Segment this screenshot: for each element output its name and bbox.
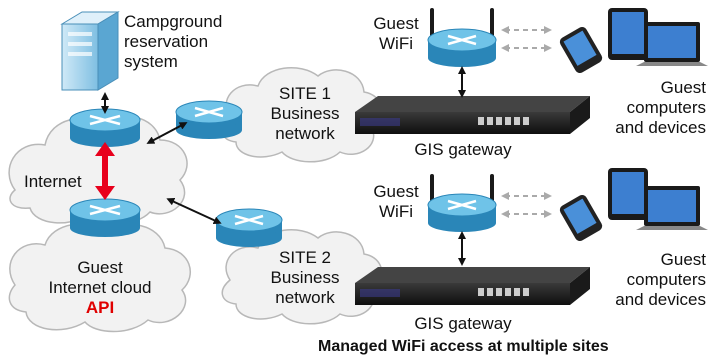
site1-wifi-label-line2: WiFi <box>379 34 413 53</box>
internet-label: Internet <box>24 172 82 191</box>
campground-label-line1: Campground <box>124 12 223 31</box>
guest-cloud-label-line1: Guest <box>77 258 123 277</box>
site2-label-line3: network <box>275 288 335 307</box>
site1-phone-icon <box>559 27 603 73</box>
site1-label-line3: network <box>275 124 335 143</box>
site1-wireless-arrows <box>501 26 552 52</box>
site2-label: SITE 2 Business network <box>250 248 360 308</box>
site1-label: SITE 1 Business network <box>250 84 360 144</box>
campground-label-line3: system <box>124 52 178 71</box>
guest-internet-cloud <box>8 223 192 333</box>
site2-devices-label-line2: computers <box>626 270 706 289</box>
site1-gis-gateway-icon <box>355 96 590 134</box>
site1-tablet-icon <box>608 8 648 60</box>
site1-laptop-icon <box>636 22 708 66</box>
site1-devices-label: Guest computers and devices <box>580 78 706 138</box>
internet-site1-arrow <box>146 122 188 144</box>
site1-devices-label-line3: and devices <box>615 118 706 137</box>
site2-gis-gateway-icon <box>355 267 590 305</box>
internet-router-icon <box>69 108 141 147</box>
guest-cloud-label: Guest Internet cloud API <box>30 258 170 318</box>
site1-wifi-label: Guest WiFi <box>356 14 436 54</box>
guest-cloud-router-icon <box>69 198 141 237</box>
guest-cloud-label-line2: Internet cloud <box>48 278 152 297</box>
site1-router-icon <box>175 100 243 139</box>
site2-gateway-label: GIS gateway <box>414 314 512 333</box>
campground-label-line2: reservation <box>124 32 209 51</box>
internet-cloud <box>8 115 188 225</box>
diagram-caption: Managed WiFi access at multiple sites <box>318 338 609 355</box>
api-red-arrow <box>95 142 115 200</box>
site2-tablet-icon <box>608 168 648 220</box>
site2-wireless-arrows <box>501 192 552 218</box>
campground-server-icon <box>60 11 120 91</box>
api-label: API <box>85 298 115 317</box>
campground-label: Campground reservation system <box>124 12 222 72</box>
site2-router-icon <box>215 208 283 247</box>
internet-site2-arrow <box>166 198 222 224</box>
site2-phone-icon <box>559 195 603 241</box>
site1-gateway-label: GIS gateway <box>414 140 512 159</box>
site1-wifi-access-point-icon <box>427 8 497 67</box>
site2-devices-label: Guest computers and devices <box>580 250 706 310</box>
site2-label-line1: SITE 2 <box>279 248 331 267</box>
site2-laptop-icon <box>636 186 708 230</box>
site2-wifi-access-point-icon <box>427 174 497 232</box>
site2-devices-label-line3: and devices <box>615 290 706 309</box>
site2-wifi-label: Guest WiFi <box>356 182 436 222</box>
site1-wifi-label-line1: Guest <box>373 14 419 33</box>
site2-wifi-label-line1: Guest <box>373 182 419 201</box>
site1-label-line1: SITE 1 <box>279 84 331 103</box>
site1-label-line2: Business <box>270 104 340 123</box>
site2-label-line2: Business <box>270 268 340 287</box>
site2-wifi-label-line2: WiFi <box>379 202 413 221</box>
site1-devices-label-line1: Guest <box>660 78 706 97</box>
site1-devices-label-line2: computers <box>626 98 706 117</box>
site2-devices-label-line1: Guest <box>660 250 706 269</box>
